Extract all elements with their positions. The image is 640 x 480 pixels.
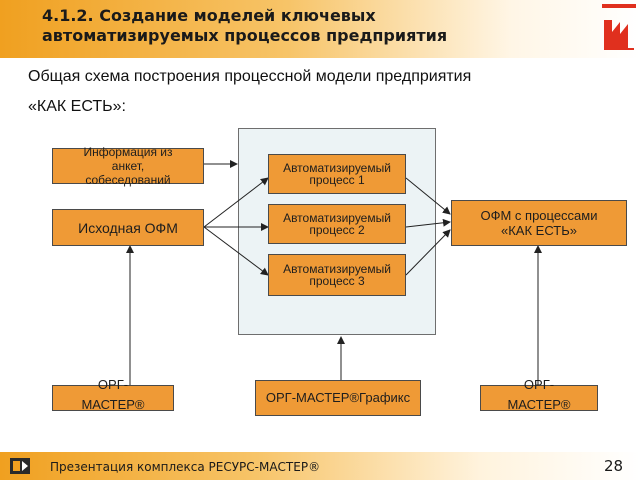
page-number: 28 [604, 457, 624, 475]
arrow-process-1-to-result [405, 177, 451, 215]
tool-left-box: ОРГ-МАСТЕР® [52, 377, 174, 412]
process-3-label: Автоматизируемый процесс 3 [283, 262, 391, 288]
arrow-process-3-to-result [405, 229, 451, 276]
subtitle-line-2: «КАК ЕСТЬ»: [28, 98, 126, 115]
source-ofm-label: Исходная ОФМ [78, 219, 178, 236]
process-box-3: Автоматизируемый процесс 3 [268, 254, 406, 296]
process-1-label: Автоматизируемый процесс 1 [283, 161, 391, 187]
tool-center-label: ОРГ-МАСТЕР®Графикс [265, 390, 411, 405]
arrow-ofm-to-process-1 [203, 177, 269, 228]
arrow-ofm-to-process-3 [203, 226, 269, 276]
tool-left-label: ОРГ-МАСТЕР® [81, 377, 145, 412]
brand-logo-icon [602, 4, 636, 50]
slide-title-line-1: 4.1.2. Создание моделей ключевых [42, 6, 376, 25]
source-ofm-box: Исходная ОФМ [52, 209, 204, 246]
tool-right-label: ОРГ-МАСТЕР® [507, 377, 571, 412]
header-bar: 4.1.2. Создание моделей ключевых автомат… [0, 0, 640, 58]
presentation-icon [10, 458, 30, 474]
result-ofm-box: ОФМ с процессами «КАК ЕСТЬ» [451, 200, 627, 246]
footer-text: Презентация комплекса РЕСУРС-МАСТЕР® [50, 460, 321, 474]
tool-center-box: ОРГ-МАСТЕР®Графикс [255, 380, 421, 416]
subtitle-line-1: Общая схема построения процессной модели… [28, 68, 472, 85]
slide-title-line-2: автоматизируемых процессов предприятия [42, 26, 448, 45]
process-box-2: Автоматизируемый процесс 2 [268, 204, 406, 244]
info-source-box: Информация из анкет, собеседований [52, 145, 204, 187]
result-ofm-label: ОФМ с процессами «КАК ЕСТЬ» [480, 208, 598, 238]
info-source-label: Информация из анкет, собеседований [83, 145, 173, 187]
process-2-label: Автоматизируемый процесс 2 [283, 211, 391, 237]
process-box-1: Автоматизируемый процесс 1 [268, 154, 406, 194]
arrow-process-2-to-result [405, 218, 451, 228]
tool-right-box: ОРГ-МАСТЕР® [480, 377, 598, 412]
footer-bar: Презентация комплекса РЕСУРС-МАСТЕР® 28 [0, 452, 640, 480]
slide-title: 4.1.2. Создание моделей ключевых автомат… [42, 6, 562, 46]
